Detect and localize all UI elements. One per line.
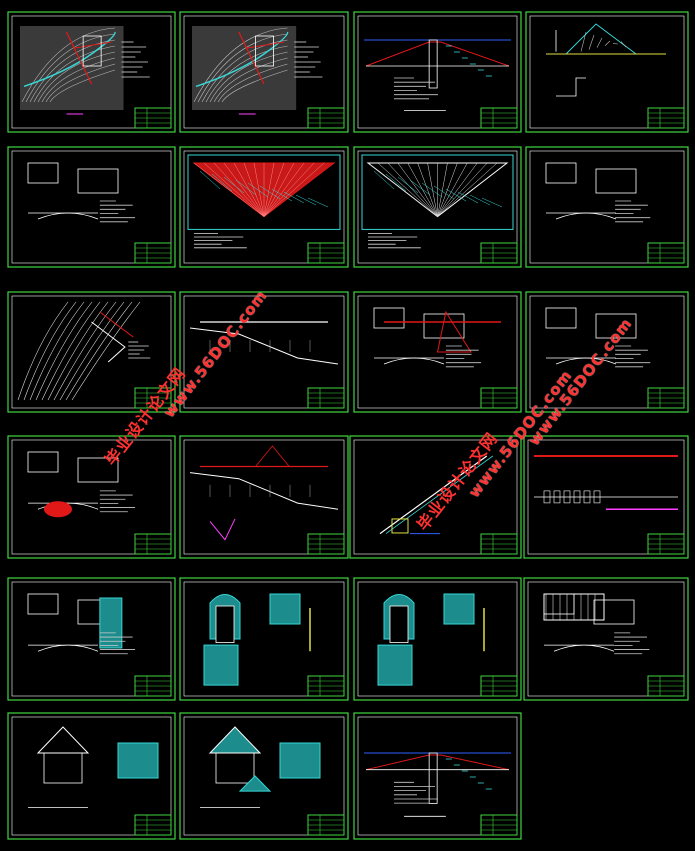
drawing-panel-tunnel-section[interactable] <box>353 577 522 701</box>
drawing-panel-culvert-detail[interactable] <box>525 146 689 268</box>
drawing-panel-plan-layout[interactable] <box>179 11 349 133</box>
drawing-panel-gate-detail[interactable] <box>525 291 689 413</box>
drawing-panel-detail-misc[interactable] <box>7 146 176 268</box>
drawing-panel-outlet-detail[interactable] <box>353 291 522 413</box>
drawing-panel-contour-plan[interactable] <box>7 291 176 413</box>
drawing-panel-bridge-detail[interactable] <box>523 577 689 701</box>
drawing-panel-penstock-slope[interactable] <box>349 435 522 559</box>
drawing-panel-house-section[interactable] <box>7 712 176 840</box>
drawing-panel-dam-section[interactable] <box>353 11 522 133</box>
drawing-panel-dam-hatched-section[interactable] <box>353 146 522 268</box>
drawing-panel-spillway-section[interactable] <box>525 11 689 133</box>
drawing-panel-valve-chamber[interactable] <box>7 577 176 701</box>
drawing-panel-pavilion[interactable] <box>179 712 349 840</box>
drawing-panel-pier-detail[interactable] <box>7 435 176 559</box>
drawing-panel-dam-elevation[interactable] <box>353 712 522 840</box>
drawing-panel-pipeline-profile[interactable] <box>523 435 689 559</box>
drawing-panel-dam-red-section[interactable] <box>179 146 349 268</box>
drawing-panel-plan-site[interactable] <box>7 11 176 133</box>
drawing-panel-intake-profile[interactable] <box>179 435 349 559</box>
drawing-panel-tunnel-arch[interactable] <box>179 577 349 701</box>
drawing-panel-longitudinal-profile[interactable] <box>179 291 349 413</box>
